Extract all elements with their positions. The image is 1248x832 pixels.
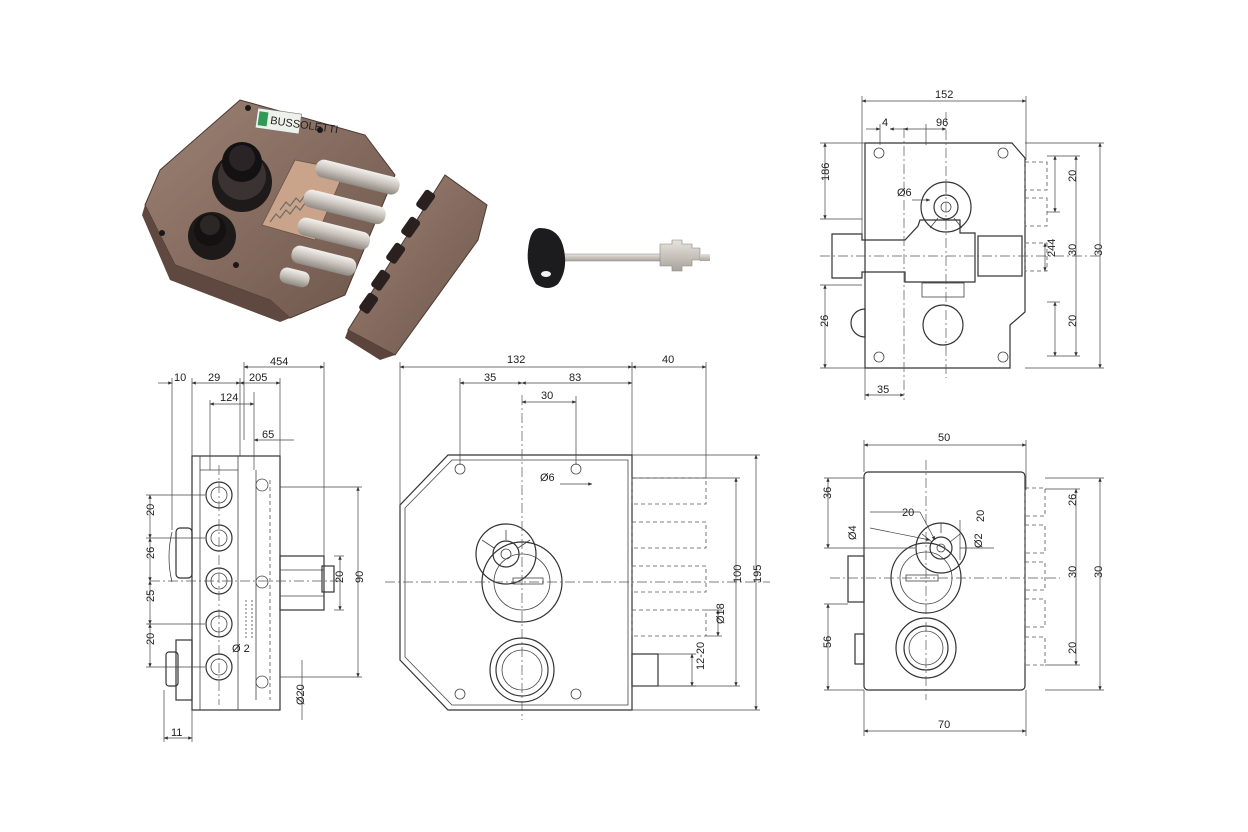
tr-dim-4: 4 xyxy=(882,117,888,129)
br-top-dim: 50 xyxy=(938,432,950,444)
side-dim-29: 29 xyxy=(208,372,220,384)
side-left-dim-2: 26 xyxy=(145,547,157,559)
tr-dim-96: 96 xyxy=(936,117,948,129)
front-hole-label: Ø6 xyxy=(540,472,555,484)
side-dim-205: 205 xyxy=(249,372,267,384)
side-left-dim-3: 25 xyxy=(145,590,157,602)
tr-right-dim-20a: 20 xyxy=(1067,170,1079,182)
br-right-dim-30a: 30 xyxy=(1067,566,1079,578)
br-label-d2: Ø2 xyxy=(973,533,985,548)
tr-right-dim-244: 244 xyxy=(1046,239,1058,257)
front-right-dim-195: 195 xyxy=(752,565,764,583)
front-dim-83: 83 xyxy=(569,372,581,384)
br-bottom-dim: 70 xyxy=(938,719,950,731)
front-view-drawing: 132 40 35 83 30 Ø6 100 195 Ø18 12-20 xyxy=(385,354,770,720)
front-dim-40: 40 xyxy=(662,354,674,366)
tr-right-dim-30b: 30 xyxy=(1093,244,1105,256)
lock-bolts xyxy=(279,159,400,288)
side-small-mark: Ø 2 xyxy=(232,643,250,655)
key-photo xyxy=(527,228,710,288)
side-diameter-label: Ø20 xyxy=(295,684,307,705)
br-left-dim-56: 56 xyxy=(822,636,834,648)
side-right-dim-90: 90 xyxy=(354,571,366,583)
tr-right-dim-20b: 20 xyxy=(1067,315,1079,327)
side-left-dim-4: 20 xyxy=(145,633,157,645)
front-bolt-length: 12-20 xyxy=(695,642,707,670)
front-dim-30: 30 xyxy=(541,390,553,402)
lock-photo: BUSSOLETTI xyxy=(142,99,400,322)
front-dim-35: 35 xyxy=(484,372,496,384)
side-dim-454: 454 xyxy=(270,356,288,368)
side-bottom-dim: 11 xyxy=(171,727,182,739)
br-label-20a: 20 xyxy=(902,507,914,519)
tr-right-dim-30a: 30 xyxy=(1067,244,1079,256)
tr-left-dim-186: 186 xyxy=(820,163,832,181)
br-right-dim-26: 26 xyxy=(1067,494,1079,506)
side-dim-65: 65 xyxy=(262,429,274,441)
tr-hole-label: Ø6 xyxy=(897,187,912,199)
br-bolts xyxy=(1024,487,1046,666)
front-dim-132: 132 xyxy=(507,354,525,366)
tr-bottom-dim: 35 xyxy=(877,384,889,396)
br-label-d4: Ø4 xyxy=(847,525,859,540)
side-dim-10: 10 xyxy=(174,372,186,384)
tr-left-dim-26: 26 xyxy=(819,315,831,327)
br-right-dim-20: 20 xyxy=(1067,642,1079,654)
side-right-dim-20: 20 xyxy=(334,571,346,583)
side-view-drawing: 10 29 205 454 124 65 20 26 25 20 20 90 1… xyxy=(145,356,366,742)
side-left-dim-1: 20 xyxy=(145,504,157,516)
br-label-20b: 20 xyxy=(975,510,987,522)
front-bolt-label: Ø18 xyxy=(715,603,727,624)
br-right-dim-30b: 30 xyxy=(1093,566,1105,578)
bottom-right-view-drawing: 50 20 Ø4 20 Ø2 36 56 70 26 30 20 30 xyxy=(822,432,1105,736)
strike-plate-photo xyxy=(345,174,488,360)
side-dim-124: 124 xyxy=(220,392,238,404)
br-left-dim-36: 36 xyxy=(822,487,834,499)
tr-dim-152: 152 xyxy=(935,89,953,101)
top-right-view-drawing: 152 4 96 Ø6 186 26 35 20 244 xyxy=(819,89,1105,400)
front-right-dim-100: 100 xyxy=(732,565,744,583)
